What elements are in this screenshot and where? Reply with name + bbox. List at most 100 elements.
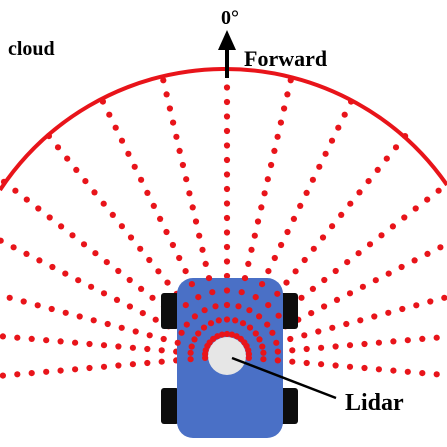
scan-point: [182, 268, 189, 275]
scan-point: [329, 324, 336, 331]
scan-point: [259, 343, 266, 350]
scan-point: [174, 339, 181, 346]
angle-label: 0°: [221, 7, 239, 29]
scan-point: [100, 200, 107, 207]
scan-point: [0, 372, 6, 379]
scan-point: [343, 320, 350, 328]
scan-point: [239, 320, 247, 327]
scan-point: [160, 77, 167, 84]
scan-point: [245, 354, 252, 361]
scan-point: [69, 232, 76, 239]
scan-point: [289, 347, 296, 354]
scan-point: [398, 263, 405, 271]
scan-point: [235, 303, 242, 310]
scan-point: [23, 250, 30, 257]
scan-point: [91, 189, 98, 196]
lidar-sensor: [208, 337, 246, 375]
scan-point: [115, 267, 122, 275]
scan-point: [195, 330, 202, 337]
scan-point: [359, 283, 366, 290]
scan-point: [248, 246, 255, 253]
scan-point: [126, 303, 133, 310]
scan-point: [223, 142, 231, 149]
scan-point: [191, 313, 198, 320]
scan-point: [223, 316, 231, 323]
scan-point: [341, 111, 348, 118]
scan-point: [264, 176, 271, 183]
scan-point: [160, 335, 167, 343]
scan-point: [246, 324, 254, 331]
range-arc: [0, 66, 447, 192]
scan-point: [187, 356, 194, 363]
lidar-pointer-line: [231, 356, 337, 400]
scan-point: [298, 294, 305, 301]
scan-point: [155, 268, 162, 275]
scan-point: [45, 133, 53, 140]
scan-point: [183, 321, 190, 328]
scan-point: [332, 267, 339, 275]
scan-point: [427, 298, 434, 305]
scan-point: [100, 363, 108, 370]
scan-point: [372, 277, 379, 284]
scan-point: [118, 223, 125, 230]
scan-point: [201, 307, 208, 314]
scan-point: [297, 202, 304, 209]
scan-point: [347, 200, 354, 207]
scan-point: [20, 298, 27, 305]
scan-point: [246, 307, 253, 314]
scan-point: [100, 290, 108, 297]
scan-point: [28, 370, 35, 377]
scan-point: [118, 137, 126, 144]
scan-point: [303, 359, 310, 367]
scan-point: [163, 228, 170, 236]
scan-point: [223, 171, 231, 178]
scan-point: [223, 127, 231, 135]
scan-point: [223, 258, 231, 265]
scan-point: [332, 343, 339, 350]
scan-point: [183, 176, 190, 183]
scan-point: [223, 229, 231, 236]
scan-point: [188, 343, 195, 350]
scan-point: [125, 150, 132, 157]
scan-point: [36, 257, 43, 264]
scan-point: [292, 268, 299, 275]
scan-point: [86, 340, 93, 348]
scan-point: [277, 119, 284, 126]
scan-point: [144, 359, 151, 367]
scan-point: [348, 98, 355, 105]
scan-point: [223, 113, 231, 120]
scan-point: [186, 190, 193, 197]
scan-point: [202, 354, 209, 361]
scan-point: [309, 176, 316, 183]
scan-point: [252, 294, 259, 301]
scan-point: [365, 178, 372, 185]
scan-point: [48, 305, 55, 313]
scan-point: [316, 163, 323, 170]
scan-point: [49, 263, 56, 271]
scan-point: [72, 366, 79, 373]
scan-point: [215, 317, 222, 324]
scan-point: [433, 334, 440, 341]
scan-point: [392, 144, 400, 151]
scan-point: [390, 338, 397, 345]
scan-point: [375, 366, 382, 373]
scan-point: [0, 333, 6, 340]
scan-point: [301, 332, 308, 339]
scan-point: [412, 205, 419, 212]
scan-point: [62, 270, 69, 277]
scan-point: [191, 336, 198, 343]
scan-point: [223, 301, 231, 309]
cloud-label: cloud: [8, 38, 55, 60]
scan-point: [271, 254, 278, 262]
scan-point: [137, 245, 144, 252]
scan-point: [335, 124, 342, 131]
scan-point: [158, 358, 165, 365]
scan-point: [375, 339, 382, 346]
scan-point: [100, 342, 108, 349]
scan-point: [86, 364, 93, 372]
scan-point: [146, 332, 153, 339]
scan-point: [106, 111, 113, 118]
scan-point: [269, 329, 276, 336]
scan-point: [232, 317, 239, 324]
